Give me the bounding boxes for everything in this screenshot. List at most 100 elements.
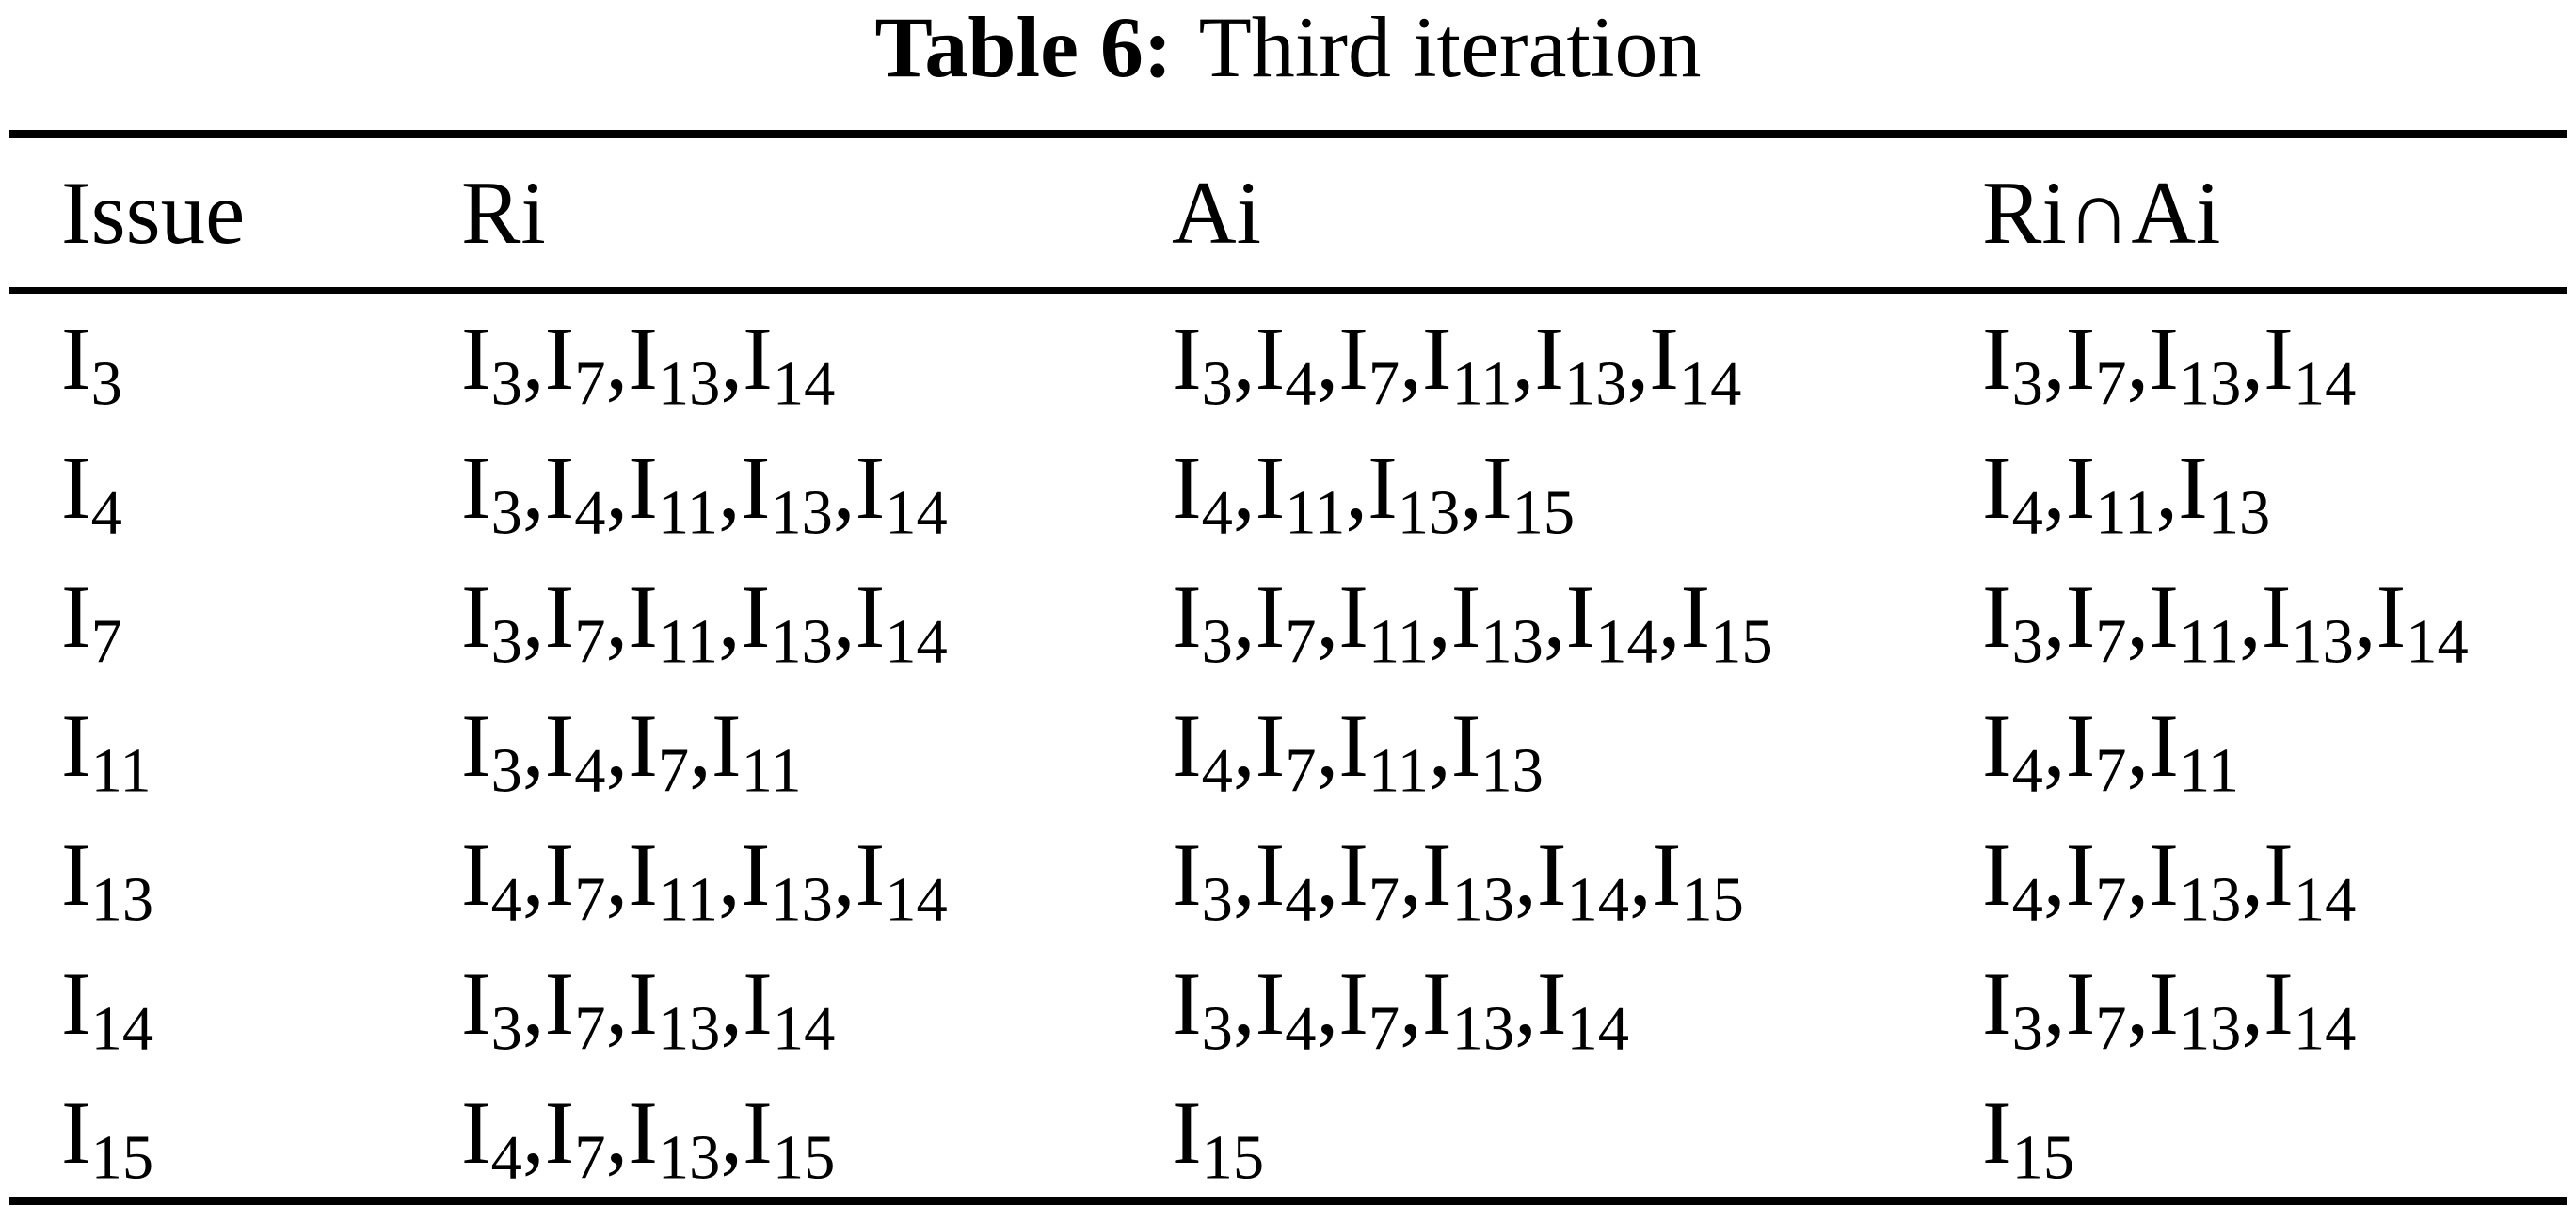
item-subscript: 7 xyxy=(2095,349,2127,419)
item-subscript: 7 xyxy=(1285,607,1317,677)
item-subscript: 4 xyxy=(2011,478,2043,548)
item-subscript: 11 xyxy=(741,736,802,806)
item-subscript: 14 xyxy=(772,994,836,1064)
cell-issue: I15 xyxy=(61,1082,154,1193)
item-subscript: 13 xyxy=(2178,349,2242,419)
table-row: I13 I4,I7,I11,I13,I14 I3,I4,I7,I13,I14,I15… xyxy=(9,810,2567,939)
item-subscript: 4 xyxy=(1285,994,1317,1064)
item-subscript: 3 xyxy=(90,349,122,419)
cell-ri: I3,I4,I7,I11 xyxy=(461,695,802,806)
item-subscript: 3 xyxy=(490,994,522,1064)
item-subscript: 4 xyxy=(490,865,522,935)
cell-ai: I3,I4,I7,I11,I13,I14 xyxy=(1172,308,1742,419)
item-subscript: 13 xyxy=(2178,865,2242,935)
item-subscript: 14 xyxy=(885,607,948,677)
item-subscript: 13 xyxy=(1451,994,1515,1064)
item-subscript: 7 xyxy=(574,994,606,1064)
item-subscript: 7 xyxy=(90,607,122,677)
item-subscript: 7 xyxy=(574,865,606,935)
item-subscript: 15 xyxy=(1512,478,1576,548)
table-caption-text: Third iteration xyxy=(1198,0,1702,95)
item-subscript: 14 xyxy=(2293,349,2357,419)
item-subscript: 15 xyxy=(772,1123,836,1193)
item-subscript: 15 xyxy=(1201,1123,1265,1193)
item-subscript: 14 xyxy=(2293,994,2357,1064)
header-row: Issue Ri Ai Ri∩Ai xyxy=(9,134,2567,294)
cell-ai: I4,I7,I11,I13 xyxy=(1172,695,1544,806)
item-subscript: 3 xyxy=(1201,607,1233,677)
item-subscript: 4 xyxy=(2011,865,2043,935)
item-subscript: 15 xyxy=(1681,865,1744,935)
column-header-issue: Issue xyxy=(9,134,461,294)
item-subscript: 4 xyxy=(1285,349,1317,419)
item-subscript: 13 xyxy=(770,478,833,548)
item-subscript: 7 xyxy=(2095,994,2127,1064)
item-subscript: 3 xyxy=(2011,349,2043,419)
cell-ri: I3,I7,I13,I14 xyxy=(461,953,836,1064)
item-subscript: 3 xyxy=(1201,994,1233,1064)
table-header: Issue Ri Ai Ri∩Ai xyxy=(9,134,2567,294)
item-subscript: 7 xyxy=(1368,865,1400,935)
item-subscript: 3 xyxy=(1201,865,1233,935)
cell-ri: I3,I7,I13,I14 xyxy=(461,308,836,419)
item-subscript: 4 xyxy=(1201,736,1233,806)
item-subscript: 14 xyxy=(2293,865,2357,935)
cell-ri_ai: I15 xyxy=(1982,1082,2075,1193)
item-subscript: 7 xyxy=(1285,736,1317,806)
item-subscript: 14 xyxy=(90,994,154,1064)
item-subscript: 3 xyxy=(2011,994,2043,1064)
table-caption-label: Table 6: xyxy=(874,0,1173,95)
item-subscript: 11 xyxy=(90,736,152,806)
cell-issue: I13 xyxy=(61,824,154,935)
item-subscript: 13 xyxy=(1564,349,1627,419)
cell-ri: I4,I7,I11,I13,I14 xyxy=(461,824,948,935)
cell-ai: I3,I4,I7,I13,I14 xyxy=(1172,953,1629,1064)
item-subscript: 7 xyxy=(657,736,690,806)
item-subscript: 3 xyxy=(490,478,522,548)
item-subscript: 14 xyxy=(885,478,948,548)
item-subscript: 13 xyxy=(90,865,154,935)
cell-ri_ai: I4,I7,I13,I14 xyxy=(1982,824,2357,935)
item-subscript: 11 xyxy=(2178,607,2239,677)
item-subscript: 13 xyxy=(770,607,833,677)
column-header-ri: Ri xyxy=(461,134,1172,294)
item-subscript: 13 xyxy=(1451,865,1515,935)
item-subscript: 11 xyxy=(657,478,718,548)
item-subscript: 7 xyxy=(574,607,606,677)
item-subscript: 11 xyxy=(657,865,718,935)
item-subscript: 15 xyxy=(90,1123,154,1193)
cell-ri: I3,I7,I11,I13,I14 xyxy=(461,566,948,677)
item-subscript: 7 xyxy=(2095,865,2127,935)
cell-issue: I4 xyxy=(61,437,122,548)
cell-ri: I3,I4,I11,I13,I14 xyxy=(461,437,948,548)
item-subscript: 11 xyxy=(2178,736,2239,806)
item-subscript: 4 xyxy=(1285,865,1317,935)
cell-ai: I15 xyxy=(1172,1082,1265,1193)
item-subscript: 4 xyxy=(574,736,606,806)
item-subscript: 3 xyxy=(490,607,522,677)
item-subscript: 13 xyxy=(770,865,833,935)
item-subscript: 4 xyxy=(2011,736,2043,806)
cell-ai: I3,I4,I7,I13,I14,I15 xyxy=(1172,824,1744,935)
item-subscript: 11 xyxy=(2095,478,2156,548)
item-subscript: 4 xyxy=(90,478,122,548)
item-subscript: 13 xyxy=(2291,607,2354,677)
item-subscript: 13 xyxy=(1397,478,1461,548)
item-subscript: 13 xyxy=(1480,736,1544,806)
item-subscript: 3 xyxy=(2011,607,2043,677)
item-subscript: 11 xyxy=(1368,736,1429,806)
cell-issue: I7 xyxy=(61,566,122,677)
item-subscript: 11 xyxy=(1451,349,1512,419)
item-subscript: 4 xyxy=(1201,478,1233,548)
item-subscript: 7 xyxy=(1368,994,1400,1064)
item-subscript: 11 xyxy=(1285,478,1346,548)
item-subscript: 3 xyxy=(490,736,522,806)
item-subscript: 11 xyxy=(657,607,718,677)
